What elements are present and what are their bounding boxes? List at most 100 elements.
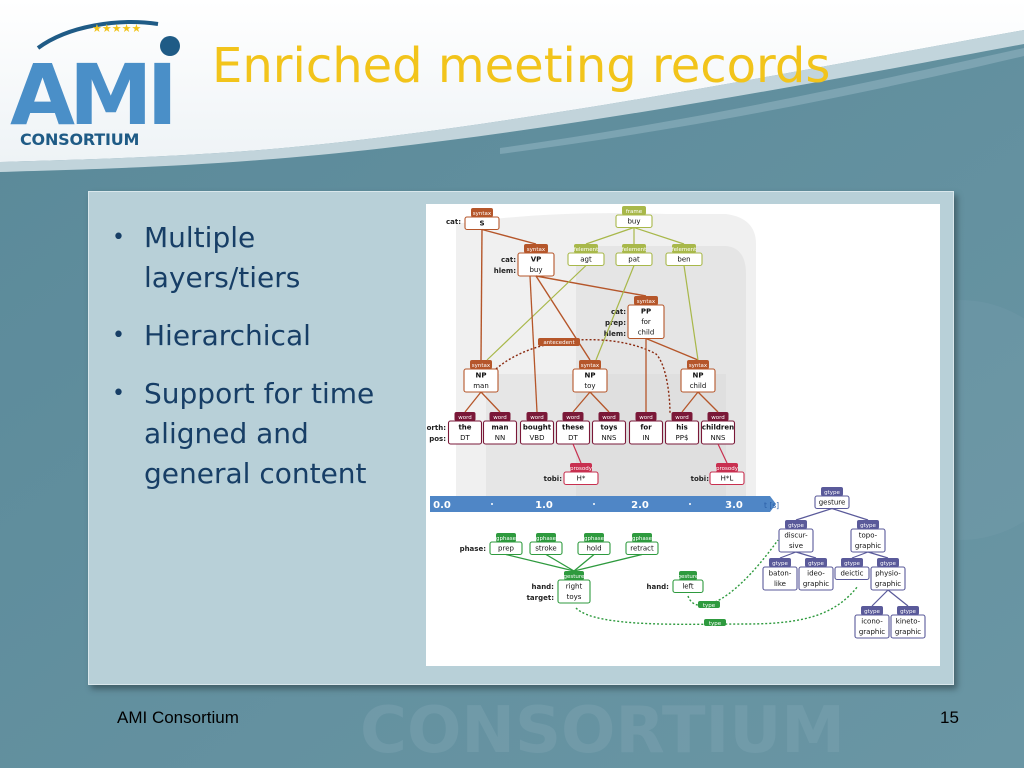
gtype-node-header [841,558,863,567]
type-tag [698,601,720,608]
word-node-value: NNS [711,434,726,442]
row-label: tobi: [544,475,563,483]
gtype-node-value: graphic [895,628,921,636]
bullet-dot: • [112,323,125,348]
felement-node-header [672,244,696,253]
word-node-header [489,412,511,421]
gtype-edge [867,551,889,559]
timeline-bar [430,496,770,512]
row-label: hand: [646,583,669,591]
syntax-np-node-header [470,360,492,369]
felement-node-value: agt [580,256,592,264]
row-label: target: [527,594,555,602]
connector-line [572,391,591,413]
gtype-node-header-label: gtype [880,561,896,567]
syntax-edge [645,337,699,361]
gphase-node-header-label: gphase [496,536,517,542]
prosody-node-value: H*L [721,475,734,483]
word-node-value: the [458,424,471,432]
felement-node-value: pat [628,256,640,264]
timeline-minor-tick [593,503,595,505]
gesture-node-header-label: gesture [678,574,700,580]
row-label: hand: [531,583,554,591]
syntax-np-node-header [687,360,709,369]
gphase-node-value: stroke [535,545,557,553]
frame-node-header [622,206,646,215]
timeline-tick-label: 2.0 [631,500,649,511]
bullet-item: •Hierarchical [108,316,408,356]
gesture-node-value: toys [567,593,582,601]
gphase-node-value: hold [586,545,601,553]
gtype-node-header-label: gtype [900,609,916,615]
bullet-item: •Multiple layers/tiers [108,218,408,298]
page-number: 15 [940,708,959,727]
frame-node-value: buy [627,218,640,226]
timeline-arrow [770,496,776,512]
type-label: type [709,621,722,627]
syntax-np-node-value: man [473,382,489,390]
word-node-value: NNS [602,434,617,442]
bullet-dot: • [112,381,125,406]
word-node-value: bought [523,424,552,432]
prosody-node-body [709,471,745,486]
word-node-header [671,412,693,421]
syntax-vp-node-header [524,244,548,253]
word-node-header-label: word [602,415,616,421]
felement-node: felement pat [615,244,653,267]
timeline-tick-label: 1.0 [535,500,553,511]
watermark-text: CONSORTIUM [360,694,845,768]
felement-node-header-label: felement [622,247,647,253]
word-node-header [526,412,548,421]
syntax-edge [480,229,483,361]
syntax-edge [535,275,591,361]
word-node-value: children [702,424,734,432]
syntax-s-node-value: S [479,220,484,228]
bullet-dot: • [112,225,125,250]
word-node-value: his [676,424,688,432]
word-node-header-label: word [566,415,580,421]
gtype-node-value: gesture [819,499,846,507]
syntax-pp-node-value: for [641,318,651,326]
frame-edge [585,226,635,245]
connector-line [529,275,538,413]
syntax-pp-node-value: PP [641,308,651,316]
gtype-node-body [890,614,926,639]
connector-line [697,391,719,413]
word-node-header-label: word [675,415,689,421]
type-link [575,585,859,626]
word-node-header [707,412,729,421]
felement-edge [486,265,587,361]
timeline [430,496,776,512]
syntax-np-node-header-label: syntax [472,363,491,369]
row-label: orth: [427,424,447,432]
gtype-node-value: graphic [859,628,885,636]
row-label: phase: [460,545,487,553]
gtype-node-value: kineto- [896,618,921,626]
syntax-vp-node-header-label: syntax [527,247,546,253]
prosody-edge [572,443,582,464]
connector-line [681,391,699,413]
row-label: cat: [611,308,626,316]
antecedent-arc [495,338,671,415]
word-node-body [519,420,555,445]
antecedent-label: antecedent [543,340,575,346]
felement-edge [595,265,635,361]
syntax-vp-node-value: buy [529,266,542,274]
gtype-node-value: graphic [855,542,881,550]
gtype-node-header [769,558,791,567]
row-label: tobi: [691,475,710,483]
connector-line [480,391,501,413]
